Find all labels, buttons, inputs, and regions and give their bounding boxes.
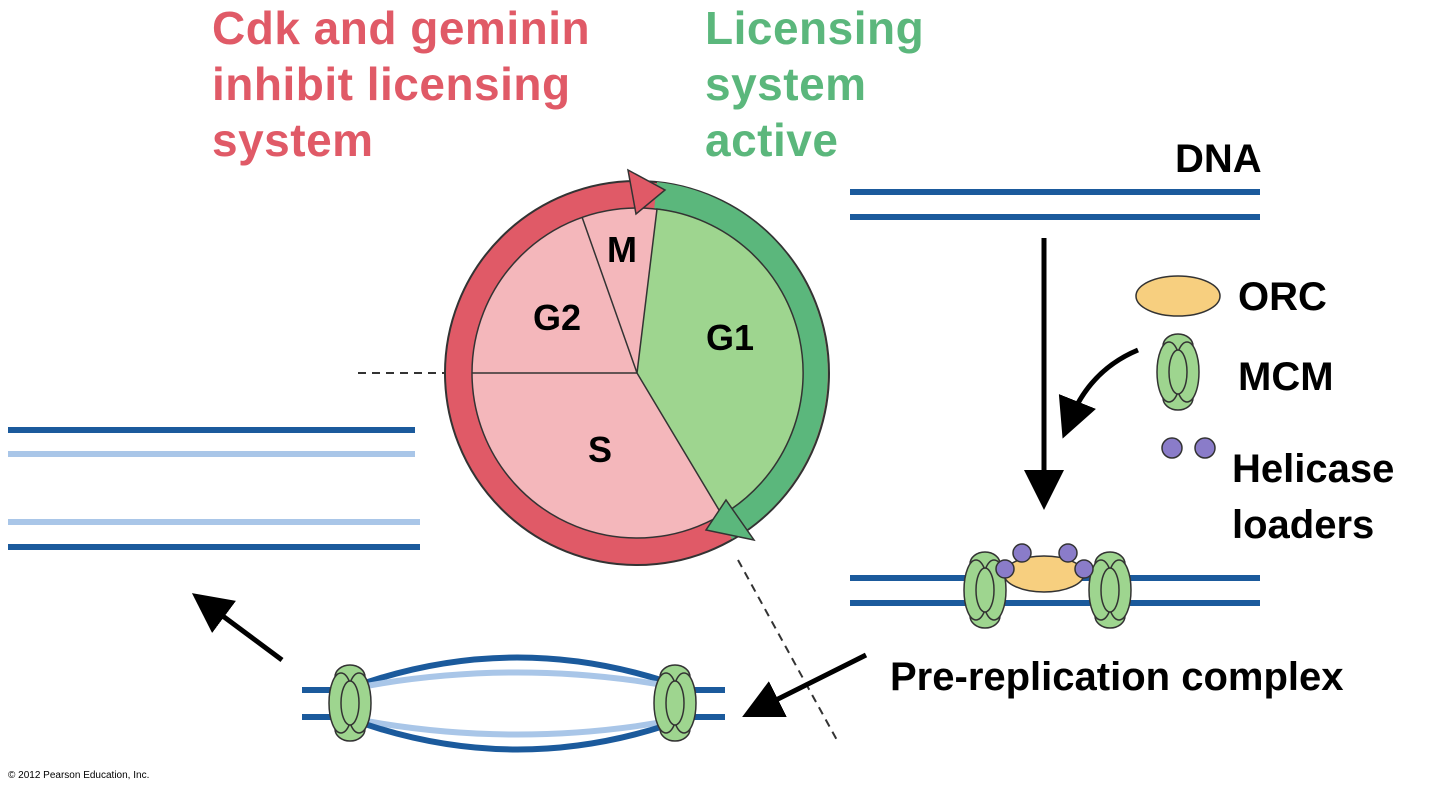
helicase-loader-legend-icon-1 bbox=[1161, 437, 1183, 459]
helicase-loaders-label-line2: loaders bbox=[1232, 503, 1374, 547]
active-heading-line2: system bbox=[705, 58, 867, 110]
g1-sector bbox=[636, 208, 804, 517]
orc-label: ORC bbox=[1238, 275, 1327, 319]
active-heading-line3: active bbox=[705, 114, 839, 166]
helicase-loaders-label-line1: Helicase bbox=[1232, 447, 1394, 491]
mcm-legend-icon bbox=[1156, 333, 1200, 411]
active-heading: Licensing system active bbox=[705, 0, 924, 168]
phase-label-s: S bbox=[588, 429, 612, 470]
replicated-dna bbox=[8, 427, 420, 550]
orc-legend-icon bbox=[1135, 275, 1221, 317]
to-bubble-arrow bbox=[742, 652, 868, 717]
red-arrowhead bbox=[626, 168, 667, 216]
green-arrowhead bbox=[704, 498, 756, 542]
cell-cycle-wheel: M G2 G1 S bbox=[444, 168, 830, 566]
mcm-label: MCM bbox=[1238, 355, 1334, 399]
pre-replication-complex-label: Pre-replication complex bbox=[890, 655, 1343, 699]
copyright-notice: © 2012 Pearson Education, Inc. bbox=[8, 770, 149, 781]
inhibit-heading: Cdk and geminin inhibit licensing system bbox=[212, 0, 590, 168]
inhibit-heading-line1: Cdk and geminin bbox=[212, 2, 591, 54]
phase-label-g2: G2 bbox=[533, 297, 581, 338]
active-heading-line1: Licensing bbox=[705, 2, 925, 54]
to-replicated-arrow bbox=[191, 593, 284, 663]
helicase-loader-legend-icon-2 bbox=[1194, 437, 1216, 459]
m-g2-divider bbox=[581, 216, 638, 374]
pre-replication-complex bbox=[850, 543, 1260, 629]
phase-label-m: M bbox=[607, 229, 637, 270]
curved-arrow bbox=[1058, 347, 1139, 439]
replication-bubble bbox=[302, 654, 725, 753]
inhibit-heading-line3: system bbox=[212, 114, 374, 166]
inhibit-heading-line2: inhibit licensing bbox=[212, 58, 571, 110]
cycle-boundary-dashed-right bbox=[737, 559, 839, 743]
dna-unlicensed bbox=[850, 189, 1260, 220]
phase-label-g1: G1 bbox=[706, 317, 754, 358]
dna-label: DNA bbox=[1175, 137, 1262, 181]
